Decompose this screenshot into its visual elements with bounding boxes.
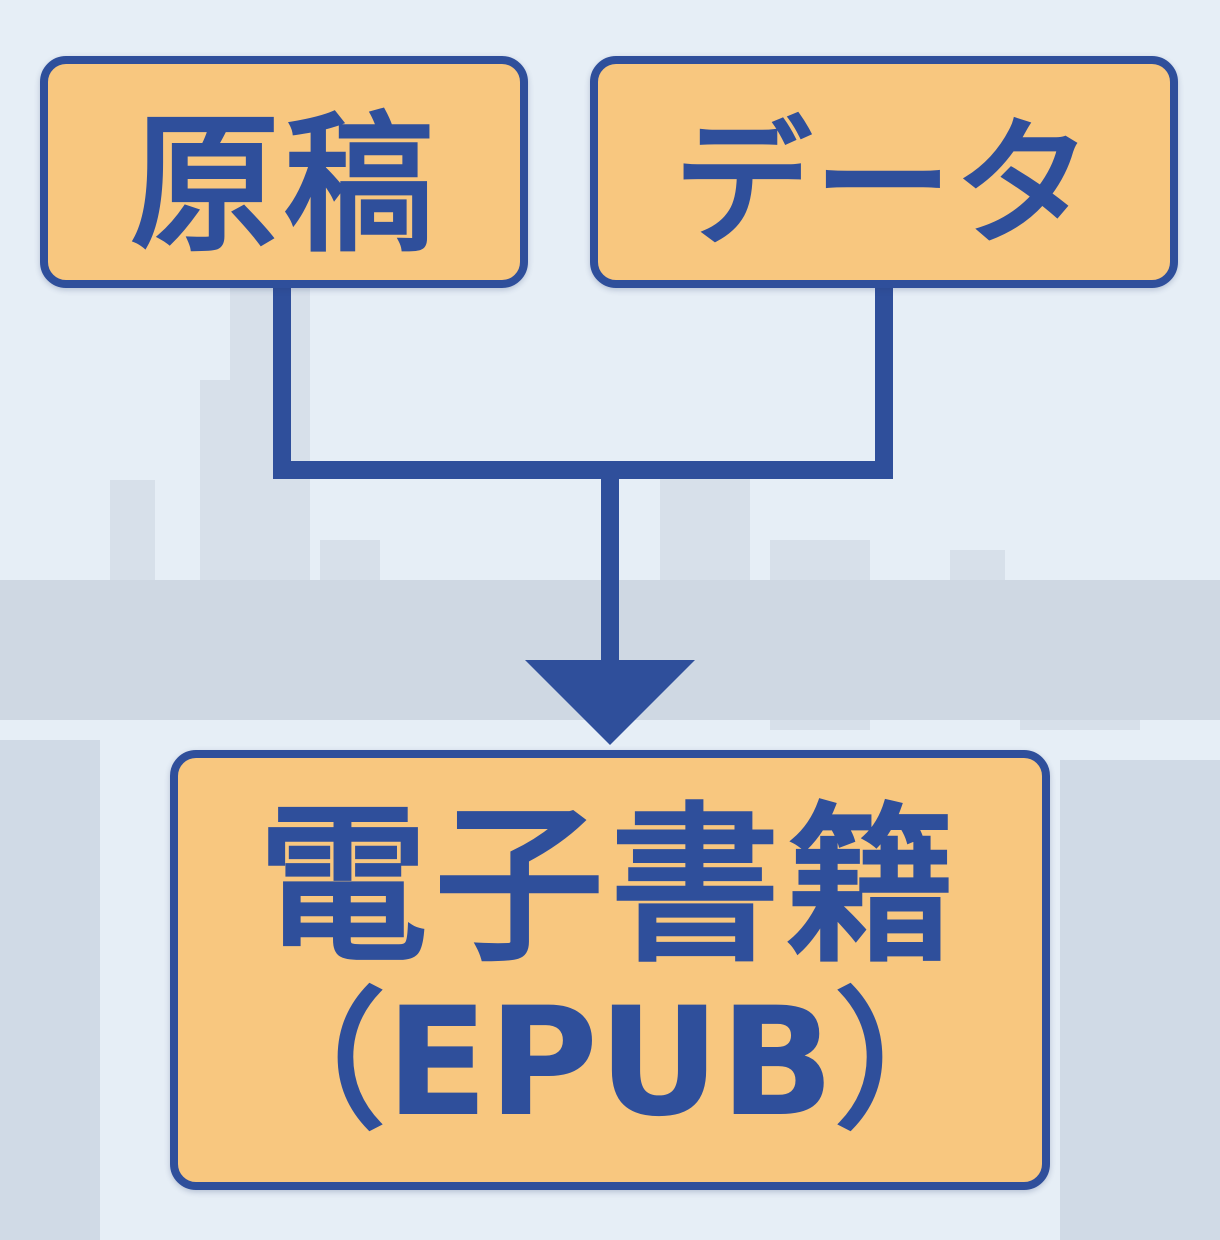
node-manuscript-label: 原稿: [129, 98, 438, 273]
connector-from-manuscript: [273, 288, 610, 479]
node-ebook-label-format: （EPUB）: [235, 976, 985, 1150]
node-manuscript: 原稿: [40, 56, 528, 288]
connector-from-data: [610, 288, 893, 479]
arrowhead-icon: [525, 660, 695, 745]
node-ebook-label-main: 電子書籍: [257, 788, 962, 986]
node-data-label: データ: [673, 104, 1094, 265]
node-data: データ: [590, 56, 1178, 288]
node-ebook: 電子書籍 （EPUB）: [170, 750, 1050, 1190]
